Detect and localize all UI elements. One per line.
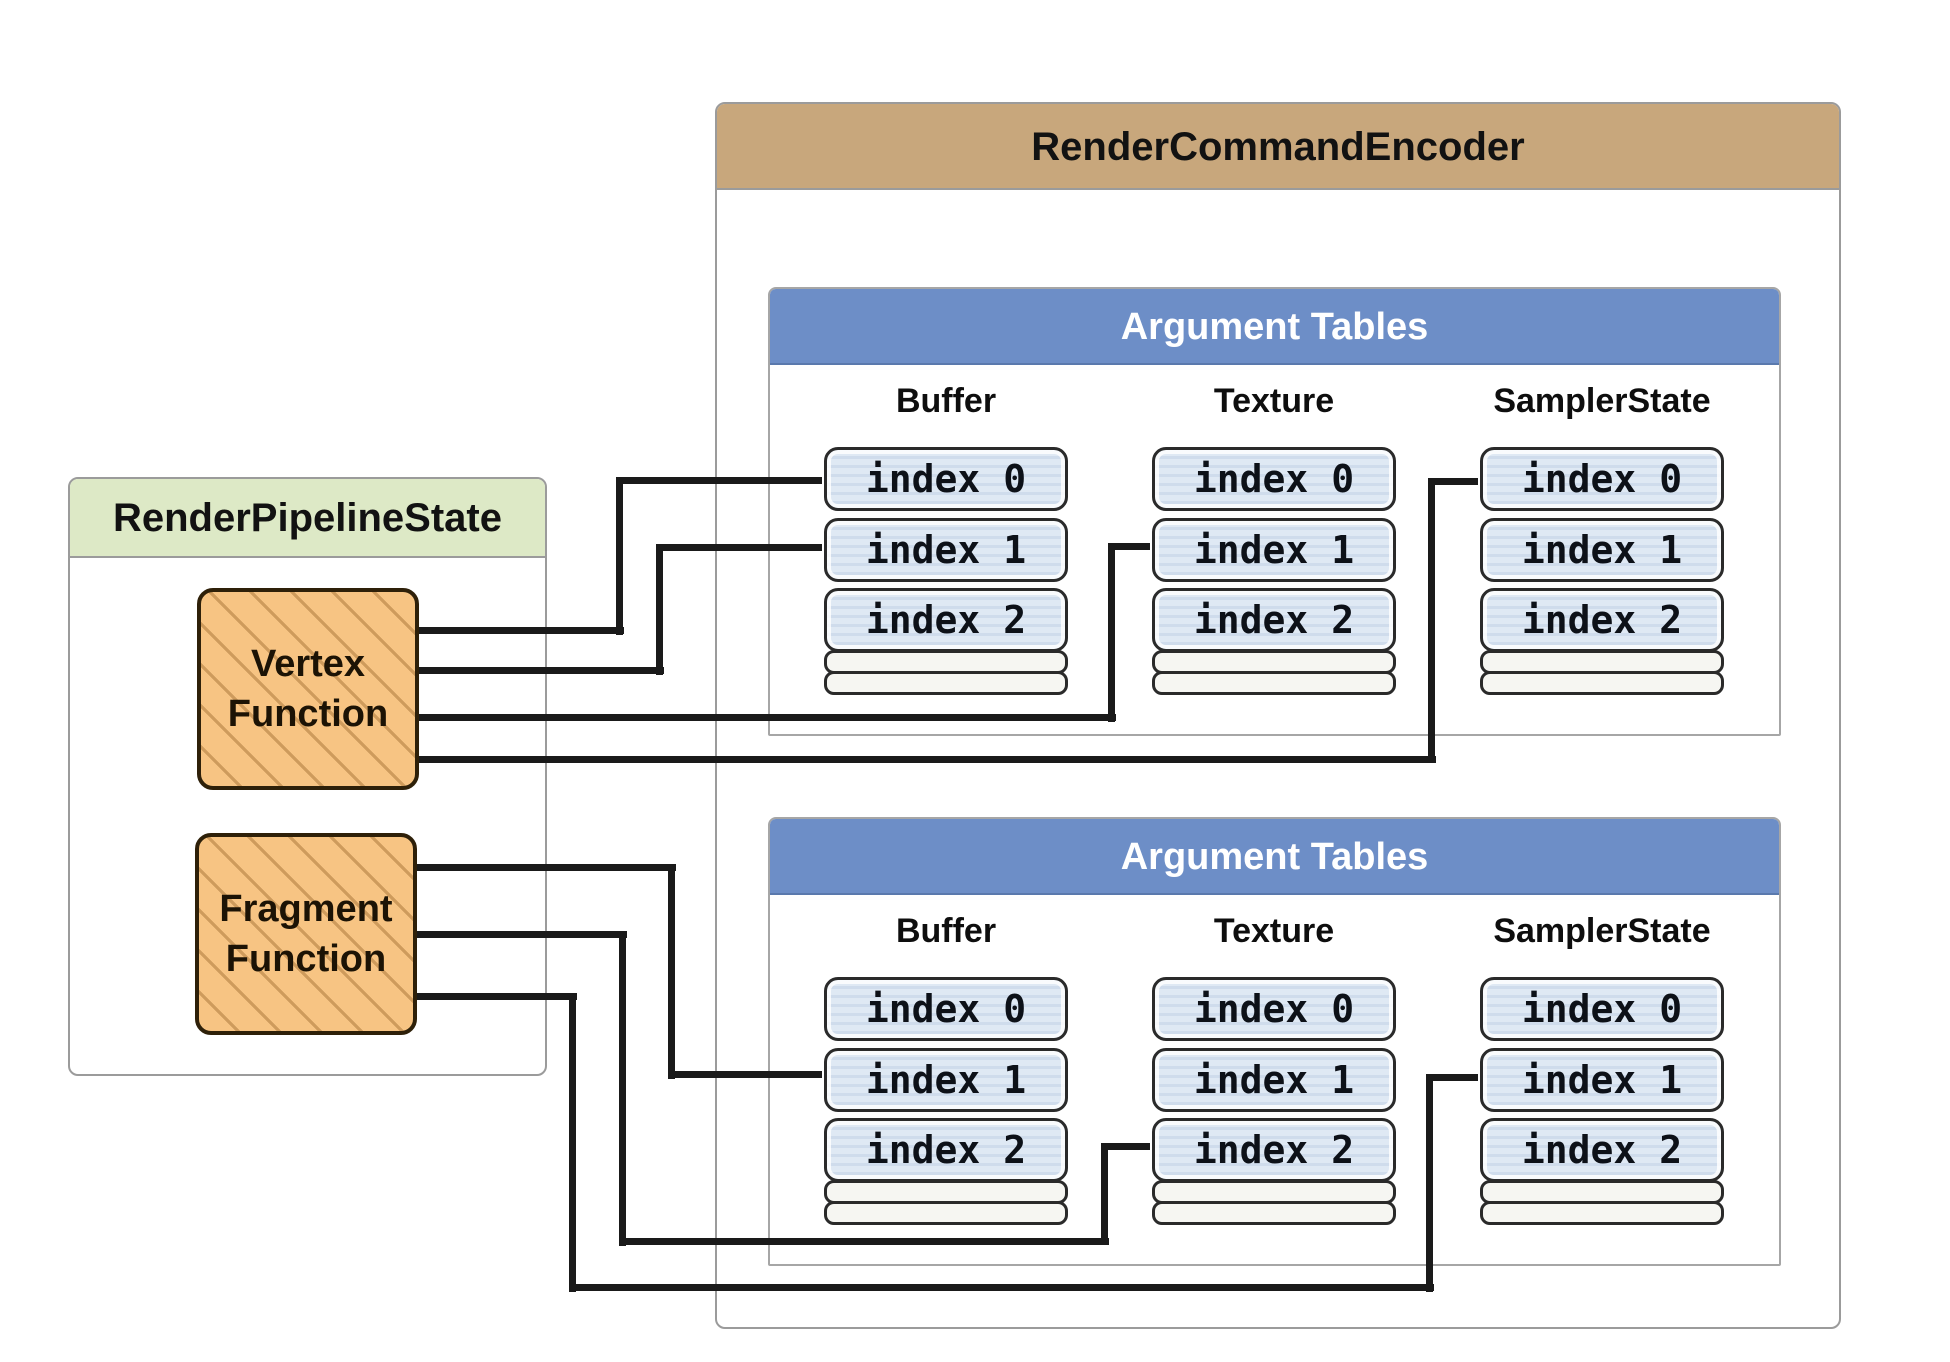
slot-samplerstate-index2: index 2 (1480, 588, 1724, 652)
connector-fragment-samplerstate1 (569, 993, 576, 1292)
connector-fragment-samplerstate1 (1426, 1074, 1478, 1081)
render-command-encoder-header: RenderCommandEncoder (717, 104, 1839, 190)
slot-buffer-index2: index 2 (824, 588, 1068, 652)
connector-vertex-samplerstate0 (1428, 478, 1478, 485)
argument-table-fragment: Argument Tables Buffer Texture SamplerSt… (768, 817, 1781, 1266)
slot-samplerstate-index1: index 1 (1480, 1048, 1724, 1112)
connector-vertex-buffer1 (656, 544, 822, 551)
connector-vertex-texture1 (1108, 543, 1115, 722)
fragment-function-box: Fragment Function (195, 833, 417, 1035)
connector-fragment-samplerstate1 (1426, 1074, 1433, 1292)
connector-fragment-texture2 (619, 1238, 1109, 1245)
argument-table-vertex: Argument Tables Buffer Texture SamplerSt… (768, 287, 1781, 736)
connector-fragment-buffer1 (417, 864, 676, 871)
fragment-function-label-line2: Function (225, 938, 387, 980)
connector-fragment-samplerstate1 (417, 993, 577, 1000)
slot-buffer-index2: index 2 (824, 1118, 1068, 1182)
connector-vertex-buffer0 (417, 627, 624, 634)
connector-vertex-texture1 (417, 714, 1116, 721)
slot-samplerstate-index2: index 2 (1480, 1118, 1724, 1182)
column-header-buffer: Buffer (895, 912, 997, 950)
slot-buffer-index0: index 0 (824, 977, 1068, 1041)
slot-samplerstate-index0: index 0 (1480, 977, 1724, 1041)
connector-vertex-buffer1 (417, 667, 664, 674)
slot-texture-index2: index 2 (1152, 588, 1396, 652)
slot-texture-index0: index 0 (1152, 977, 1396, 1041)
connector-fragment-texture2 (417, 931, 627, 938)
column-header-samplerstate: SamplerState (1493, 912, 1711, 950)
slot-samplerstate-index1: index 1 (1480, 518, 1724, 582)
slot-buffer-index1: index 1 (824, 1048, 1068, 1112)
slot-stack-card (1152, 671, 1396, 695)
argument-table-header: Argument Tables (770, 289, 1779, 365)
connector-fragment-samplerstate1 (569, 1284, 1434, 1291)
vertex-function-box: Vertex Function (197, 588, 419, 790)
connector-fragment-buffer1 (668, 864, 675, 1079)
slot-samplerstate-index0: index 0 (1480, 447, 1724, 511)
column-header-texture: Texture (1213, 912, 1335, 950)
vertex-function-label-line1: Vertex (250, 643, 366, 685)
connector-fragment-texture2 (1101, 1143, 1108, 1245)
slot-stack-card (824, 671, 1068, 695)
slot-stack-card (1152, 1201, 1396, 1225)
fragment-function-label-line1: Fragment (219, 888, 393, 930)
connector-vertex-buffer1 (656, 544, 663, 675)
connector-fragment-buffer1 (668, 1071, 822, 1078)
slot-stack-card (1480, 1201, 1724, 1225)
render-pipeline-state-title: RenderPipelineState (112, 496, 502, 540)
column-header-texture: Texture (1213, 382, 1335, 420)
slot-stack-card (824, 1201, 1068, 1225)
slot-buffer-index1: index 1 (824, 518, 1068, 582)
connector-vertex-buffer0 (616, 477, 623, 635)
connector-fragment-texture2 (619, 931, 626, 1246)
slot-texture-index0: index 0 (1152, 447, 1396, 511)
slot-texture-index1: index 1 (1152, 1048, 1396, 1112)
connector-vertex-buffer0 (616, 477, 822, 484)
column-header-buffer: Buffer (895, 382, 997, 420)
argument-table-header: Argument Tables (770, 819, 1779, 895)
vertex-function-label-line2: Function (227, 693, 389, 735)
connector-vertex-texture1 (1108, 543, 1150, 550)
slot-texture-index2: index 2 (1152, 1118, 1396, 1182)
slot-stack-card (1480, 671, 1724, 695)
slot-buffer-index0: index 0 (824, 447, 1068, 511)
connector-fragment-texture2 (1101, 1143, 1150, 1150)
column-header-samplerstate: SamplerState (1493, 382, 1711, 420)
render-pipeline-state-header: RenderPipelineState (70, 479, 545, 558)
slot-texture-index1: index 1 (1152, 518, 1396, 582)
connector-vertex-samplerstate0 (1428, 478, 1435, 763)
connector-vertex-samplerstate0 (417, 756, 1436, 763)
render-command-encoder-title: RenderCommandEncoder (1031, 125, 1525, 169)
